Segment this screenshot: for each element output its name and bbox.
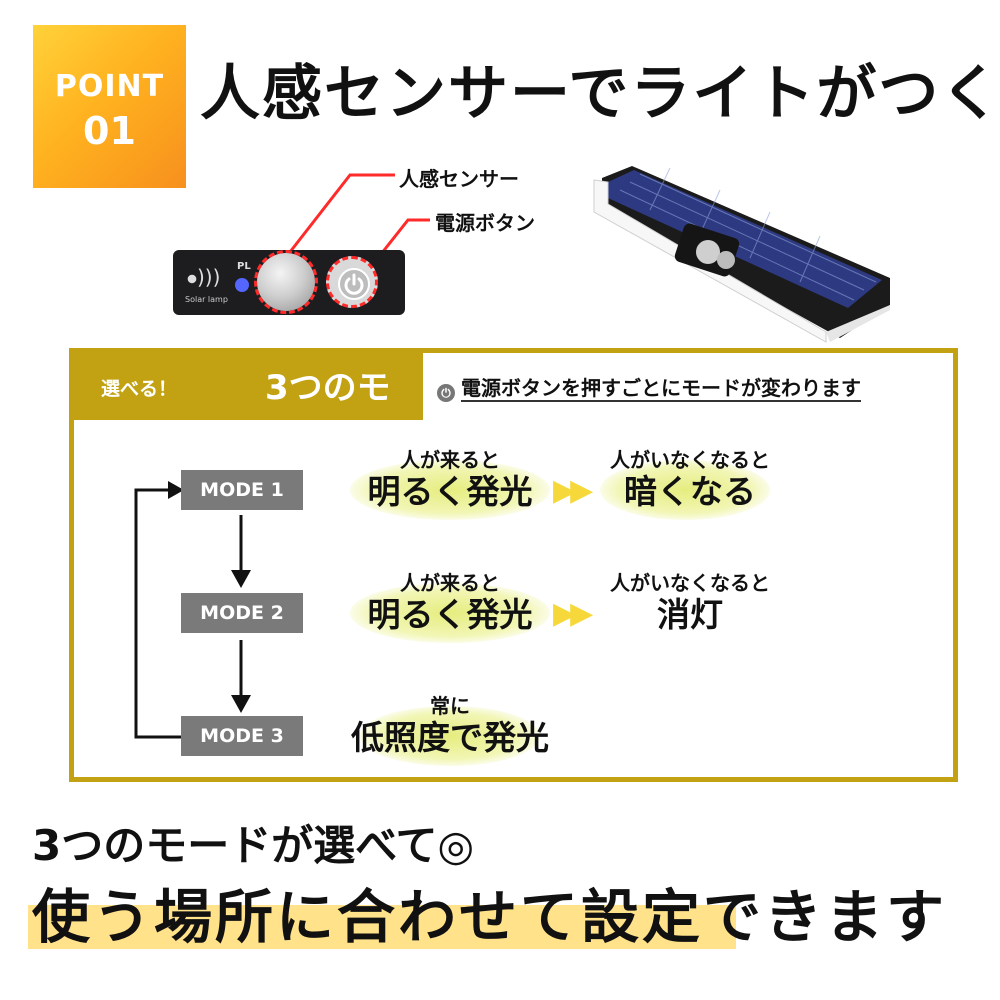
mode-1-result: 人がいなくなると 暗くなる xyxy=(590,448,790,512)
point-badge: POINT 01 xyxy=(33,25,186,188)
mode-switch-note-text: 電源ボタンを押すごとにモードが変わります xyxy=(461,376,861,402)
modes-header-small: 選べる！ xyxy=(101,378,178,400)
chevron-right-icon: ▶▶ xyxy=(553,596,593,631)
indicator-led xyxy=(235,278,249,292)
mode-2-trigger: 人が来ると 明るく発光 xyxy=(350,571,550,635)
power-callout-label: 電源ボタン xyxy=(435,211,535,235)
point-number: 01 xyxy=(83,109,136,153)
pl-label: PL xyxy=(237,261,251,272)
mode-1-trigger-big: 明るく発光 xyxy=(367,472,533,511)
modes-header: 選べる！ 3つのモード xyxy=(69,348,423,457)
mode-3-label: MODE 3 xyxy=(181,716,303,756)
power-icon xyxy=(338,268,370,300)
highlight-mode2-trigger xyxy=(350,583,550,643)
chevron-right-icon: ▶▶ xyxy=(553,473,593,508)
brand-label: Solar lamp xyxy=(185,295,228,304)
sensor-callout-line xyxy=(288,173,395,253)
highlight-mode3 xyxy=(360,706,540,766)
mode-1-result-small: 人がいなくなると xyxy=(610,448,770,472)
mode-cycle-arrows xyxy=(134,481,251,739)
arrow-mode3-to-mode1 xyxy=(134,488,182,739)
mode-1-trigger-small: 人が来ると xyxy=(400,448,500,472)
sensor-callout-label: 人感センサー xyxy=(399,167,519,191)
modes-header-title: 3つのモード xyxy=(265,368,391,457)
summary-line-2: 使う場所に合わせて設定できます xyxy=(32,883,948,951)
sensor-wave-icon: ⦁))) xyxy=(187,265,221,289)
mode-3-small: 常に xyxy=(430,694,470,718)
mode-2-trigger-big: 明るく発光 xyxy=(367,595,533,634)
summary-line-1: 3つのモードが選べて◎ xyxy=(32,821,475,870)
modes-panel xyxy=(69,348,958,782)
motion-sensor-dome xyxy=(254,250,318,314)
highlight-mode1-trigger xyxy=(350,460,550,520)
power-icon: ⏻ xyxy=(437,384,455,402)
mode-2-label: MODE 2 xyxy=(181,593,303,633)
mode-2-result-big: 消灯 xyxy=(657,595,723,634)
mode-switch-note: ⏻ 電源ボタンを押すごとにモードが変わります xyxy=(437,372,861,402)
mode-1-result-big: 暗くなる xyxy=(624,472,756,511)
page-title: 人感センサーでライトがつく xyxy=(200,59,1000,129)
point-label: POINT xyxy=(54,69,165,104)
mode-2-result-small: 人がいなくなると xyxy=(610,571,770,595)
mode-3-description: 常に 低照度で発光 xyxy=(340,694,560,758)
mode-1-trigger: 人が来ると 明るく発光 xyxy=(350,448,550,512)
summary-highlight xyxy=(28,905,736,949)
mode-2-trigger-small: 人が来ると xyxy=(400,571,500,595)
solar-lamp-image xyxy=(593,166,890,343)
mode-2-result: 人がいなくなると 消灯 xyxy=(590,571,790,635)
power-button-image xyxy=(326,256,378,308)
mode-3-big: 低照度で発光 xyxy=(351,718,549,757)
highlight-mode1-result xyxy=(600,460,770,520)
control-panel-image: ⦁))) PL Solar lamp xyxy=(173,250,405,315)
mode-1-label: MODE 1 xyxy=(181,470,303,510)
